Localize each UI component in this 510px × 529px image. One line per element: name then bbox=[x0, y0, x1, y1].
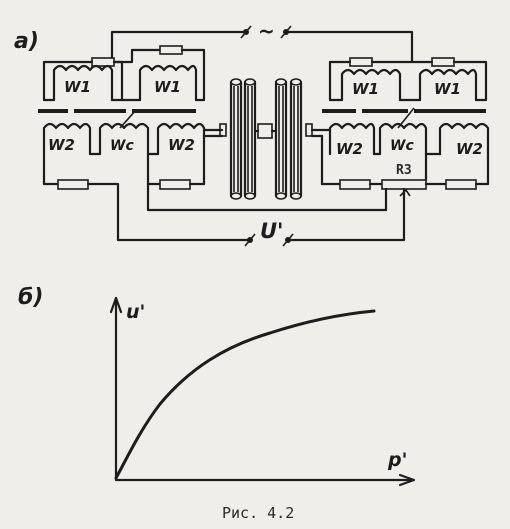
characteristic-curve bbox=[114, 309, 376, 480]
resistor-left-2 bbox=[159, 45, 183, 55]
winding-w2-left-a: W2 bbox=[48, 136, 75, 154]
winding-w1-left-b: W1 bbox=[154, 78, 181, 96]
winding-wc-left: Wc bbox=[110, 138, 134, 154]
resistor-left-4 bbox=[159, 179, 191, 190]
right-w1-group: W1 W1 bbox=[328, 57, 488, 102]
adjust-arrow-right bbox=[397, 107, 415, 129]
resistor-right-2 bbox=[431, 57, 455, 67]
resistor-right-3 bbox=[339, 179, 371, 190]
resistor-right-4 bbox=[445, 179, 477, 190]
output-voltage-label: U' bbox=[260, 219, 283, 243]
winding-w1-right-b: W1 bbox=[434, 80, 461, 98]
output-terminals: U' bbox=[244, 219, 294, 247]
resistor-r3 bbox=[381, 179, 427, 190]
winding-w2-right-b: W2 bbox=[456, 140, 483, 158]
ac-source-symbol: ~ bbox=[258, 19, 275, 43]
panel-a-label: а) bbox=[14, 29, 39, 54]
graph-axes bbox=[114, 296, 414, 482]
resistor-r3-label: R3 bbox=[396, 163, 412, 178]
resistor-right-1 bbox=[349, 57, 373, 67]
winding-w1-left-a: W1 bbox=[64, 78, 91, 96]
resistor-left-3 bbox=[57, 179, 89, 190]
figure-caption: Рис. 4.2 bbox=[222, 504, 294, 522]
y-axis-label: u' bbox=[126, 301, 145, 323]
winding-w2-right-a: W2 bbox=[336, 140, 363, 158]
right-w2-group: W2 Wc W2 R3 bbox=[288, 107, 490, 242]
x-axis-label: p' bbox=[387, 449, 407, 471]
winding-wc-right: Wc bbox=[390, 138, 414, 154]
left-w2-group: W2 Wc W2 bbox=[42, 109, 388, 242]
y-axis-arrow bbox=[109, 296, 123, 314]
x-axis-arrow bbox=[398, 473, 416, 487]
winding-w1-right-a: W1 bbox=[352, 80, 379, 98]
panel-b-label: б) bbox=[18, 285, 43, 310]
resistor-left-1 bbox=[91, 57, 115, 67]
core-right bbox=[322, 109, 486, 113]
left-w1-group: W1 W1 bbox=[42, 45, 206, 102]
left-supply-wire bbox=[110, 48, 162, 64]
winding-w2-left-b: W2 bbox=[168, 136, 195, 154]
adjust-arrow-left bbox=[119, 109, 137, 129]
central-element bbox=[202, 78, 332, 200]
graph: u' p' bbox=[109, 296, 416, 487]
supply-line: ~ bbox=[110, 19, 414, 64]
core-left bbox=[38, 109, 196, 113]
